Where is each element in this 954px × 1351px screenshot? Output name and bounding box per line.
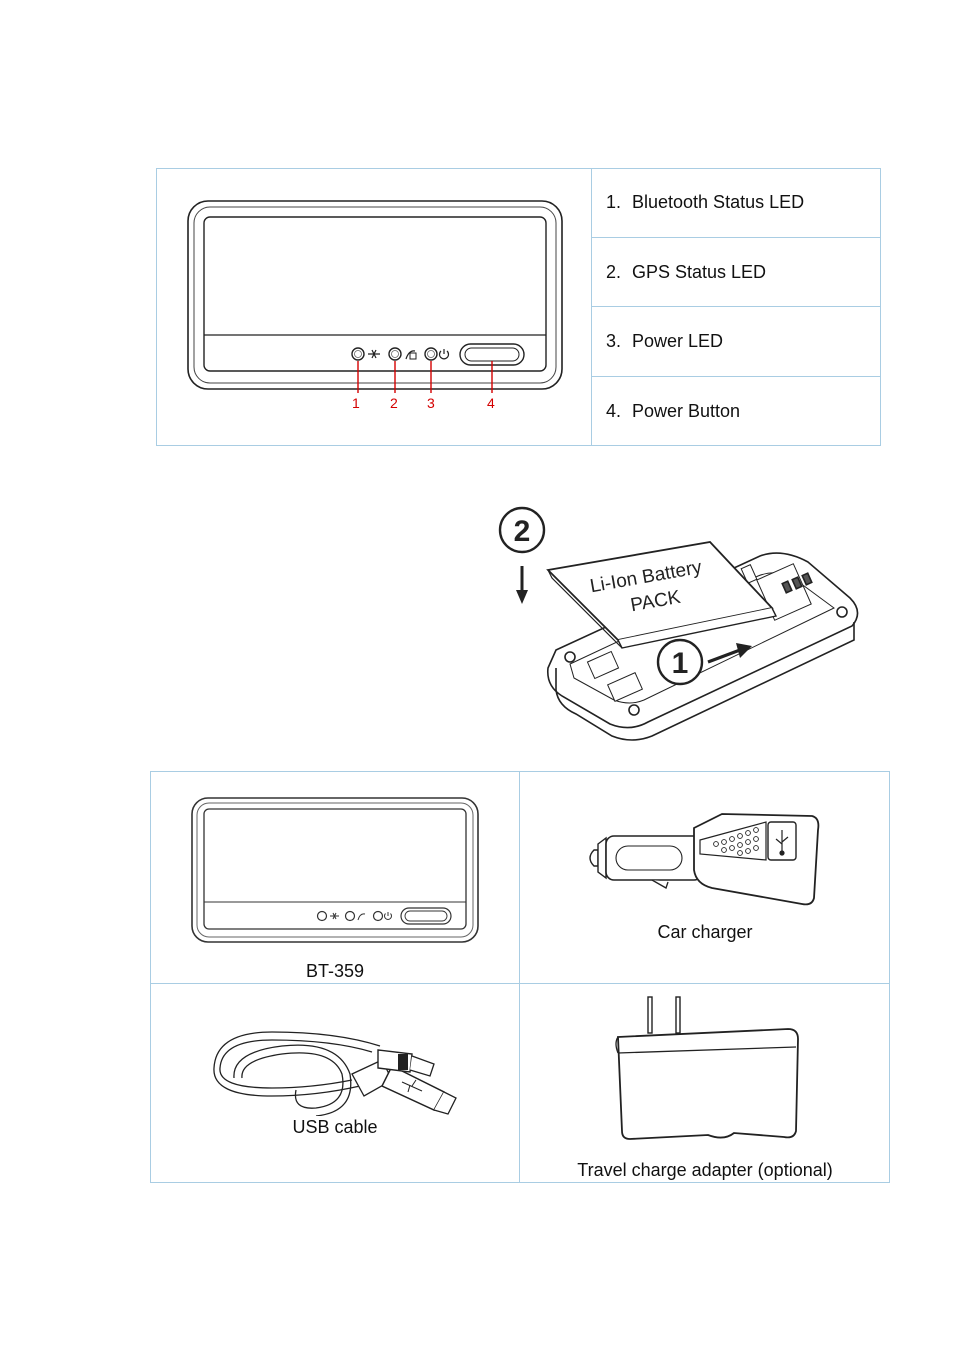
travel-adapter-illustration xyxy=(615,996,799,1140)
step-2-number: 2 xyxy=(514,515,531,548)
usb-plug-a xyxy=(351,1059,457,1115)
bt-359-device-illustration xyxy=(191,797,479,943)
legend-label: Bluetooth Status LED xyxy=(632,192,805,212)
bt-359-caption: BT-359 xyxy=(305,961,365,981)
device-overview-divider xyxy=(591,168,592,446)
bluetooth-led-icon xyxy=(351,347,380,361)
step-1-number: 1 xyxy=(672,647,689,680)
car-charger-caption: Car charger xyxy=(657,922,753,942)
legend-item-power-button: 4. Power Button xyxy=(592,376,881,446)
battery-pack: Li-Ion Battery PACK xyxy=(546,541,778,649)
callout-number-1: 1 xyxy=(352,395,360,411)
legend-item-gps-led: 2. GPS Status LED xyxy=(592,237,881,306)
travel-adapter-caption: Travel charge adapter (optional) xyxy=(577,1160,833,1180)
device-front-illustration xyxy=(187,200,563,393)
legend-number: 2. xyxy=(606,261,622,282)
callout-number-4: 4 xyxy=(487,395,495,411)
legend-number: 4. xyxy=(606,401,622,421)
package-table-horizontal-divider xyxy=(150,983,890,984)
callout-number-3: 3 xyxy=(427,395,435,411)
package-table-vertical-divider xyxy=(519,771,520,1183)
callout-lines xyxy=(357,361,493,393)
usb-symbol-icon xyxy=(401,1079,423,1093)
legend-number: 1. xyxy=(606,192,622,212)
usb-plug-mini xyxy=(377,1049,435,1077)
package-contents-table xyxy=(150,771,890,1183)
power-led-icon xyxy=(424,347,450,361)
usb-cable-illustration xyxy=(213,1031,457,1116)
legend-label: Power LED xyxy=(632,331,724,351)
legend-label: Power Button xyxy=(632,401,741,421)
right-arrow-icon xyxy=(707,643,752,664)
down-arrow-icon xyxy=(516,566,528,604)
device-back-housing xyxy=(546,552,859,741)
battery-installation-illustration: Li-Ion Battery PACK 2 1 xyxy=(498,506,859,741)
usb-cable-caption: USB cable xyxy=(292,1117,378,1137)
car-charger-illustration xyxy=(589,813,820,906)
power-button-icon xyxy=(459,343,525,366)
step-1-marker: 1 xyxy=(656,638,704,686)
usb-symbol-icon xyxy=(775,830,789,856)
legend-label: GPS Status LED xyxy=(632,261,767,282)
step-2-marker: 2 xyxy=(498,506,546,554)
device-overview-table xyxy=(156,168,881,446)
legend-item-bluetooth-led: 1. Bluetooth Status LED xyxy=(592,168,881,237)
gps-led-icon xyxy=(388,347,417,361)
legend-item-power-led: 3. Power LED xyxy=(592,306,881,376)
legend-number: 3. xyxy=(606,331,622,351)
callout-number-2: 2 xyxy=(390,395,398,411)
